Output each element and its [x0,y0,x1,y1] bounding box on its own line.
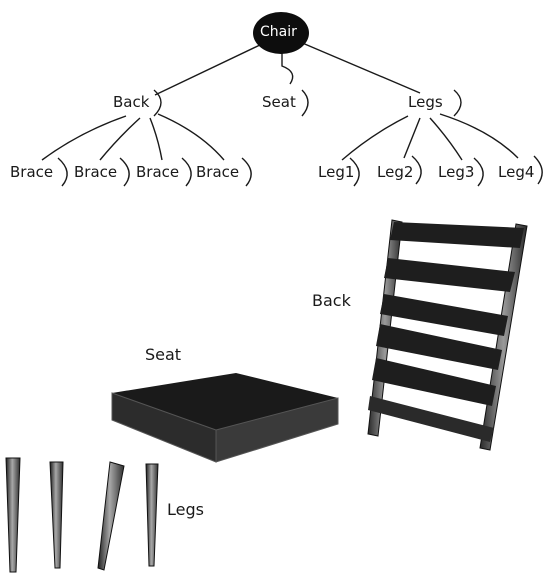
back-slat-1 [390,222,524,248]
node-leg1: Leg1 [318,163,355,181]
edge-chair-legs [299,41,421,94]
leg-3 [97,461,125,571]
node-leg3: Leg3 [438,163,475,181]
node-leg4: Leg4 [498,163,535,181]
back-slat-2 [384,258,515,292]
bracket-leg2 [411,155,422,185]
bracket-leg4 [533,155,543,185]
back-slat-5 [372,358,496,406]
part-label-seat: Seat [145,345,182,364]
seat-top [112,373,338,430]
bracket-brace1 [57,157,68,187]
seat-side-edge [215,397,339,463]
edge-back-brace3 [149,117,163,161]
back-part [367,219,528,451]
node-brace-2: Brace [74,163,118,181]
bracket-leg1 [349,157,360,187]
legs-part [5,457,159,573]
back-right-post [479,223,528,451]
node-back: Back [113,93,150,111]
bracket-brace2 [119,157,130,187]
leg-1 [5,457,21,573]
edge-back-brace1 [41,115,127,161]
edge-legs-leg3 [429,117,463,161]
edge-chair-back [154,43,263,96]
bracket-back [153,89,162,117]
edge-legs-leg2 [403,117,421,159]
root-node [253,12,309,54]
part-label-legs: Legs [167,500,204,519]
part-label-back: Back [312,291,351,310]
edge-back-brace4 [157,113,225,161]
edge-legs-leg4 [439,113,519,159]
leg-2 [49,461,64,569]
edge-chair-seat [281,50,294,85]
back-slat-3 [380,294,508,336]
node-legs: Legs [408,93,443,111]
leg-4 [145,463,159,567]
bracket-legs [453,89,462,117]
node-seat: Seat [262,93,296,111]
bracket-brace3 [181,157,192,187]
bracket-seat [301,89,309,117]
seat-part [111,373,339,463]
back-lower-rail [368,396,494,442]
back-slat-4 [376,324,502,370]
node-brace-4: Brace [196,163,240,181]
bracket-leg3 [473,157,484,187]
root-label: Chair [260,24,297,40]
node-brace-1: Brace [10,163,54,181]
bracket-brace4 [241,157,252,187]
node-brace-3: Brace [136,163,180,181]
node-leg2: Leg2 [377,163,414,181]
edge-legs-leg1 [341,115,409,161]
edge-back-brace2 [99,117,141,161]
tree-edges [41,41,543,187]
